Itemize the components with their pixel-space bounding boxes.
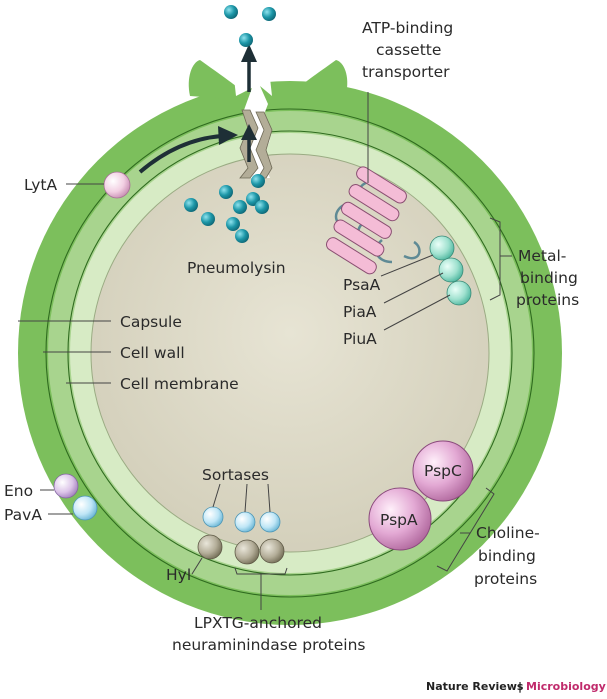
pore-lining-right [255,111,273,179]
psaa-label: PsaA [343,276,381,294]
journal-credit: Nature Reviews | Microbiology [426,680,606,693]
pneumolysin-molecule [255,200,269,214]
capsule-tuft-left [188,60,244,100]
credit-separator: | [518,680,522,693]
metal-label-line1: Metal- [518,247,566,265]
capsule-tuft-right [292,60,348,100]
leader-lines [18,92,512,610]
pneumolysin-pore [224,5,276,179]
metal-binding-proteins [429,235,472,306]
psaa-protein [429,235,455,261]
transmembrane-helix [333,219,385,257]
pava-label: PavA [4,506,42,524]
sortases-label: Sortases [202,466,269,484]
piua-label: PiuA [343,330,377,348]
pneumolysin-label: Pneumolysin [187,259,286,277]
pneumolysin-molecule [262,7,276,21]
transmembrane-helix [325,237,377,275]
choline-label-line2: binding [478,547,536,565]
pneumolysin-molecule [219,185,233,199]
lpxtg-label-line2: neuraminindase proteins [172,636,365,654]
pneumolysin-molecule [233,200,247,214]
pneumolysin-molecule [246,192,260,206]
lpxtg-proteins [197,534,285,565]
pneumolysin-molecule [235,229,249,243]
atp-label-line3: transporter [362,63,450,81]
eno-protein [53,473,79,499]
secretion-arrow-lower [241,124,257,162]
sortase-protein [234,511,256,533]
piaa-protein [438,257,464,283]
sortase-protein [202,506,224,528]
pava-protein [72,495,98,521]
metal-label-line2: binding [520,269,578,287]
cell-membrane-label: Cell membrane [120,375,239,393]
neuraminidase-protein [259,538,285,564]
transmembrane-helix [356,166,407,204]
sortases [202,506,281,533]
pneumolysin-molecule [224,5,238,19]
wall-membrane-boundary [67,130,513,576]
credit-section: Microbiology [526,680,606,693]
atp-label-line1: ATP-binding [362,19,453,37]
metal-label-line3: proteins [516,291,579,309]
bacterial-cell [18,60,562,625]
pneumolysin-molecule [239,33,253,47]
lyta-label: LytA [24,176,57,194]
cytoplasm [90,153,490,553]
eno-label: Eno [4,482,33,500]
transmembrane-helix [341,201,392,239]
sortase-protein [259,511,281,533]
capsule-label: Capsule [120,313,182,331]
credit-journal: Nature Reviews [426,680,524,693]
pspa-protein [368,487,432,551]
neuraminidase-protein [234,539,260,565]
choline-label-line3: proteins [474,570,537,588]
pneumolysin-cluster [184,174,269,243]
atp-label-line2: cassette [376,41,441,59]
pneumolysin-molecule [201,212,215,226]
piaa-label: PiaA [343,303,377,321]
hyl-protein [197,534,223,560]
pneumolysin-molecule [184,198,198,212]
choline-label-line1: Choline- [476,524,540,542]
pspc-protein [412,440,474,502]
lyta-transport-arrow [138,126,238,174]
labels: ATP-binding cassette transporter LytA Pn… [4,19,579,654]
pneumolysin-molecule [226,217,240,231]
lyta-protein [103,171,131,199]
pspc-label: PspC [424,462,462,480]
capsule-wall-boundary [45,108,535,598]
abc-transporter [325,166,421,275]
hyl-label: Hyl [166,566,191,584]
piua-protein [446,280,472,306]
transmembrane-helix [348,184,400,222]
pspa-label: PspA [380,511,418,529]
secretion-arrow-upper [241,44,257,92]
cell-wall-label: Cell wall [120,344,185,362]
pneumolysin-molecule [251,174,265,188]
lpxtg-label-line1: LPXTG-anchored [194,614,322,632]
